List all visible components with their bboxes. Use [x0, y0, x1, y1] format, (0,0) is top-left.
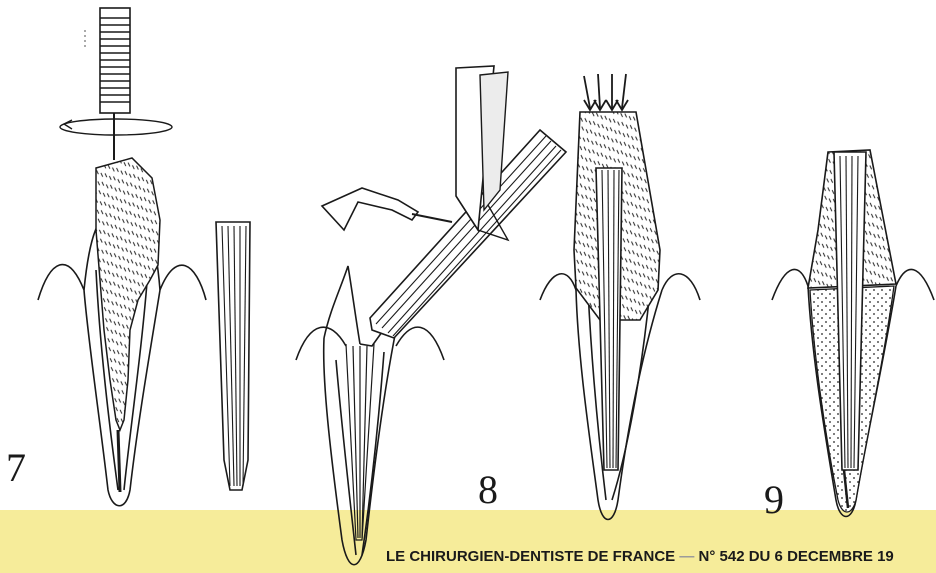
figure-8-condenser-instrument	[322, 66, 566, 338]
figure-8b-pressure-arrows	[584, 74, 628, 110]
figure-7-apical-fill	[118, 430, 120, 492]
figure-7-cone	[216, 222, 250, 490]
footer-separator: —	[679, 548, 694, 565]
journal-footer: LE CHIRURGIEN-DENTISTE DE FRANCE — N° 54…	[386, 548, 894, 565]
journal-issue: N° 542 DU 6 DECEMBRE 19	[699, 548, 894, 565]
figure-7-file-instrument	[60, 8, 172, 160]
figure-7-number: 7	[6, 448, 26, 488]
figure-8b-cone	[596, 168, 622, 470]
figure-8-number: 8	[478, 470, 498, 510]
journal-title: LE CHIRURGIEN-DENTISTE DE FRANCE	[386, 548, 675, 565]
figure-9-number: 9	[764, 480, 784, 520]
